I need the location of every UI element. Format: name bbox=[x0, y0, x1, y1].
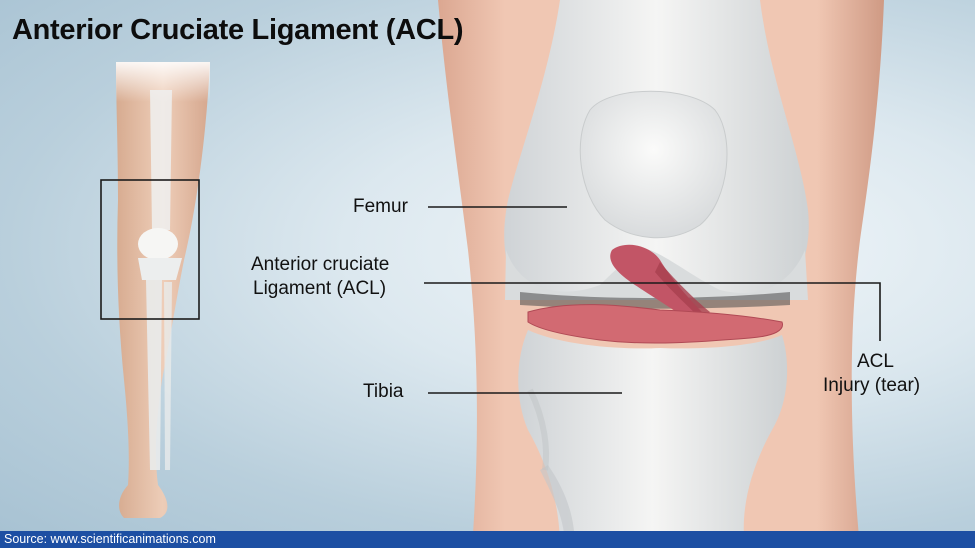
source-footer: Source: www.scientificanimations.com bbox=[0, 531, 975, 548]
knee-closeup bbox=[438, 0, 884, 548]
leg-figure bbox=[116, 62, 210, 518]
acl-label-line1: Anterior cruciate bbox=[251, 254, 390, 275]
leader-lines bbox=[424, 206, 881, 394]
knee-highlight-box bbox=[100, 179, 200, 320]
page-title: Anterior Cruciate Ligament (ACL) bbox=[12, 14, 464, 46]
femur-label: Femur bbox=[353, 196, 408, 217]
tibia-label: Tibia bbox=[363, 381, 404, 402]
acl-injury-label-line1: ACL bbox=[857, 351, 894, 372]
source-text: Source: www.scientificanimations.com bbox=[4, 532, 216, 546]
acl-injury-label-line2: Injury (tear) bbox=[823, 375, 921, 396]
acl-label-line2: Ligament (ACL) bbox=[253, 278, 387, 299]
